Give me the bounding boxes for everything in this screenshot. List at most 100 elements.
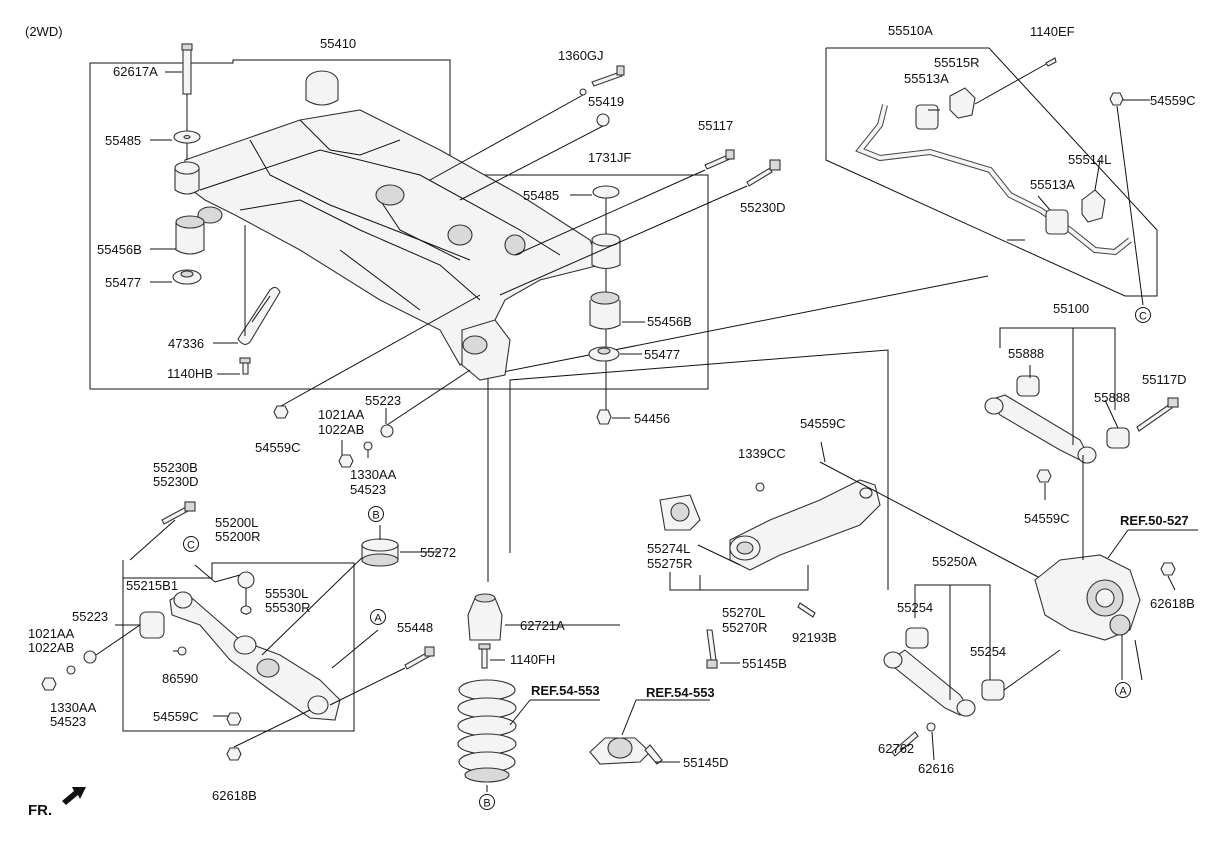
part-label[interactable]: 55485 <box>523 188 559 203</box>
part-label[interactable]: 62721A <box>520 618 565 633</box>
part-label[interactable]: 55888 <box>1008 346 1044 361</box>
reference-labels: REF.50-527 REF.54-553 REF.54-553 <box>531 513 1189 700</box>
part-label[interactable]: 55456B <box>97 242 142 257</box>
callout-c-2 <box>1135 307 1151 323</box>
part-label[interactable]: 55477 <box>644 347 680 362</box>
callout-b-1-label: B <box>372 510 379 522</box>
part-label[interactable]: 1360GJ <box>558 48 604 63</box>
front-marker-label: FR. <box>28 802 52 819</box>
part-label[interactable]: 1339CC <box>738 446 786 461</box>
part-label[interactable]: 55215B1 <box>126 578 178 593</box>
part-label[interactable]: 55274L <box>647 541 690 556</box>
coil-spring <box>457 679 517 783</box>
part-label[interactable]: 55272 <box>420 545 456 560</box>
lower-arm <box>883 584 1061 757</box>
part-label[interactable]: 55250A <box>932 554 977 569</box>
part-label[interactable]: 54559C <box>800 416 846 431</box>
part-number-labels: 55410 62617A 55485 55456B 55477 47336 11… <box>28 23 1196 803</box>
left-mount-stack <box>172 43 205 285</box>
lower-left-fasteners <box>273 294 481 468</box>
part-label[interactable]: 1022AB <box>28 640 74 655</box>
ref-label-shock[interactable]: REF.54-553 <box>646 685 715 700</box>
part-label[interactable]: 55270L <box>722 605 765 620</box>
part-label[interactable]: 1140FH <box>510 652 555 667</box>
part-label[interactable]: 55510A <box>888 23 933 38</box>
part-label[interactable]: 55145B <box>742 656 787 671</box>
part-label[interactable]: 1140EF <box>1030 24 1075 39</box>
part-label[interactable]: 62617A <box>113 64 158 79</box>
part-label[interactable]: 1731JF <box>588 150 631 165</box>
part-label[interactable]: 55513A <box>904 71 949 86</box>
right-mount-stack <box>588 185 621 425</box>
part-label[interactable]: 55456B <box>647 314 692 329</box>
part-label[interactable]: 54559C <box>255 440 301 455</box>
part-label[interactable]: 47336 <box>168 336 204 351</box>
part-label[interactable]: 55515R <box>934 55 980 70</box>
part-label[interactable]: 1021AA <box>318 407 365 422</box>
variant-label: (2WD) <box>25 24 63 39</box>
callout-c-1 <box>183 536 199 552</box>
part-label[interactable]: 55100 <box>1053 301 1089 316</box>
callout-a-2-label: A <box>1119 686 1127 698</box>
part-label[interactable]: 55223 <box>365 393 401 408</box>
part-label[interactable]: 1022AB <box>318 422 364 437</box>
part-label[interactable]: 62762 <box>878 741 914 756</box>
part-label[interactable]: 86590 <box>162 671 198 686</box>
part-label[interactable]: 54523 <box>50 714 86 729</box>
part-label[interactable]: 55513A <box>1030 177 1075 192</box>
callout-a-1 <box>370 609 386 625</box>
mount-55272 <box>361 538 399 567</box>
part-label[interactable]: 62618B <box>212 788 257 803</box>
part-label[interactable]: 55419 <box>588 94 624 109</box>
part-label[interactable]: 55230D <box>740 200 786 215</box>
part-label[interactable]: 1140HB <box>167 366 213 381</box>
callout-a-2 <box>1115 682 1131 698</box>
part-label[interactable]: 55410 <box>320 36 356 51</box>
part-label[interactable]: 55530L <box>265 586 308 601</box>
part-label[interactable]: 1330AA <box>350 467 397 482</box>
part-label[interactable]: 62616 <box>918 761 954 776</box>
part-label[interactable]: 55530R <box>265 600 311 615</box>
callout-c-2-label: C <box>1139 311 1147 323</box>
part-label[interactable]: 54559C <box>153 709 199 724</box>
leader-lines <box>115 71 1198 763</box>
part-label[interactable]: 54559C <box>1024 511 1070 526</box>
callout-b-2-label: B <box>483 798 490 810</box>
part-label[interactable]: 55270R <box>722 620 768 635</box>
upper-arm <box>984 327 1179 483</box>
part-label[interactable]: 55200L <box>215 515 258 530</box>
part-label[interactable]: 1021AA <box>28 626 75 641</box>
part-label[interactable]: 92193B <box>792 630 837 645</box>
part-label[interactable]: 54559C <box>1150 93 1196 108</box>
part-label[interactable]: 55117D <box>1142 372 1187 387</box>
part-label[interactable]: 55254 <box>897 600 933 615</box>
part-label[interactable]: 1330AA <box>50 700 97 715</box>
part-label[interactable]: 62618B <box>1150 596 1195 611</box>
part-label[interactable]: 55448 <box>397 620 433 635</box>
part-label[interactable]: 54456 <box>634 411 670 426</box>
front-arrow-icon <box>62 787 86 805</box>
callout-c-1-label: C <box>187 540 195 552</box>
callout-a-1-label: A <box>374 613 382 625</box>
shock-mount <box>589 737 663 765</box>
part-label[interactable]: 55230D <box>153 474 199 489</box>
callout-b-1 <box>368 506 384 522</box>
bracket-47336 <box>237 225 281 375</box>
part-label[interactable]: 55514L <box>1068 152 1111 167</box>
part-label[interactable]: 55254 <box>970 644 1006 659</box>
part-label[interactable]: 55888 <box>1094 390 1130 405</box>
ref-label-knuckle[interactable]: REF.50-527 <box>1120 513 1189 528</box>
part-label[interactable]: 54523 <box>350 482 386 497</box>
stabilizer-bar <box>855 57 1144 306</box>
knuckle <box>1034 455 1176 680</box>
part-label[interactable]: 55230B <box>153 460 198 475</box>
top-fasteners <box>429 65 781 296</box>
part-label[interactable]: 55200R <box>215 529 261 544</box>
ref-label-spring[interactable]: REF.54-553 <box>531 683 600 698</box>
part-label[interactable]: 55117 <box>698 118 733 133</box>
part-label[interactable]: 55485 <box>105 133 141 148</box>
part-label[interactable]: 55477 <box>105 275 141 290</box>
part-label[interactable]: 55145D <box>683 755 729 770</box>
part-label[interactable]: 55275R <box>647 556 693 571</box>
part-label[interactable]: 55223 <box>72 609 108 624</box>
